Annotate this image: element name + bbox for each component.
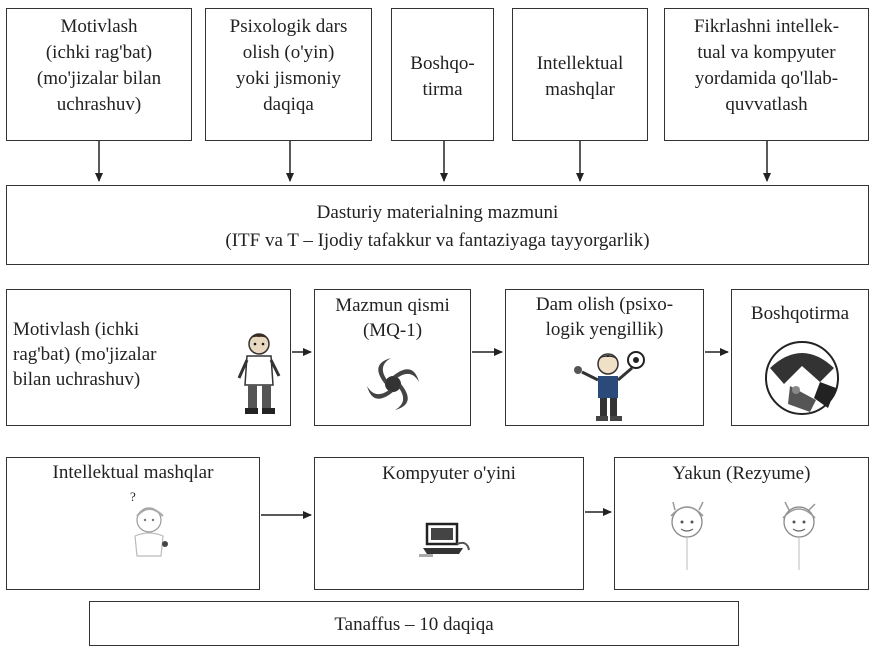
computer-icon — [419, 522, 470, 557]
step-summary-label: Yakun (Rezyume) — [672, 463, 811, 484]
child-figure-icon — [237, 333, 281, 414]
top-box-puzzle: Boshqo- tirma — [391, 8, 494, 141]
step-content-part-label: Mazmun qismi (MQ-1) — [335, 295, 450, 341]
step-motivation: Motivlash (ichki rag'bat) (mo'jizalar bi… — [6, 289, 291, 426]
puzzle-picture-icon — [765, 341, 839, 415]
top-box-motivation-text: Motivlash (ichki rag'bat) (mo'jizalar bi… — [36, 16, 162, 115]
step-rest-label: Dam olish (psixo- logik yengillik) — [535, 294, 674, 340]
content-box-title: Dasturiy materialning mazmuni — [316, 202, 559, 223]
content-box: Dasturiy materialning mazmuni (ITF va T … — [6, 185, 869, 265]
question-mark: ? — [130, 489, 136, 504]
step-intellectual-exercises-label: Intellektual mashqlar — [52, 462, 214, 483]
thinking-child-icon — [134, 507, 168, 557]
top-box-psychological-break-text: Psixologik dars olish (o'yin) yoki jismo… — [229, 16, 348, 115]
step-motivation-label: Motivlash (ichki rag'bat) (mo'jizalar bi… — [13, 319, 157, 390]
top-box-computer-support: Fikrlashni intellek- tual va kompyuter y… — [664, 8, 869, 141]
spiral-galaxy-icon — [367, 358, 419, 410]
step-rest: Dam olish (psixo- logik yengillik) — [505, 289, 704, 426]
top-box-computer-support-text: Fikrlashni intellek- tual va kompyuter y… — [693, 16, 840, 115]
content-box-subtitle: (ITF va T – Ijodiy tafakkur va fantaziya… — [225, 230, 650, 251]
break-box: Tanaffus – 10 daqiqa — [89, 601, 739, 646]
step-computer-game: Kompyuter o'yini — [314, 457, 584, 590]
top-box-puzzle-text: Boshqo- tirma — [410, 53, 475, 100]
step-puzzle-label: Boshqotirma — [750, 303, 850, 324]
top-box-motivation: Motivlash (ichki rag'bat) (mo'jizalar bi… — [6, 8, 192, 141]
top-box-psychological-break: Psixologik dars olish (o'yin) yoki jismo… — [205, 8, 372, 141]
step-intellectual-exercises: Intellektual mashqlar ? — [6, 457, 260, 590]
break-box-label: Tanaffus – 10 daqiqa — [334, 614, 494, 635]
juggling-child-icon — [574, 351, 645, 421]
step-summary: Yakun (Rezyume) — [614, 457, 869, 590]
step-puzzle: Boshqotirma — [731, 289, 869, 426]
step-content-part: Mazmun qismi (MQ-1) — [314, 289, 471, 426]
top-box-intellectual-exercises-text: Intellektual mashqlar — [536, 53, 624, 100]
step-computer-game-label: Kompyuter o'yini — [382, 463, 516, 484]
children-faces-icon — [670, 501, 816, 570]
top-box-intellectual-exercises: Intellektual mashqlar — [512, 8, 648, 141]
